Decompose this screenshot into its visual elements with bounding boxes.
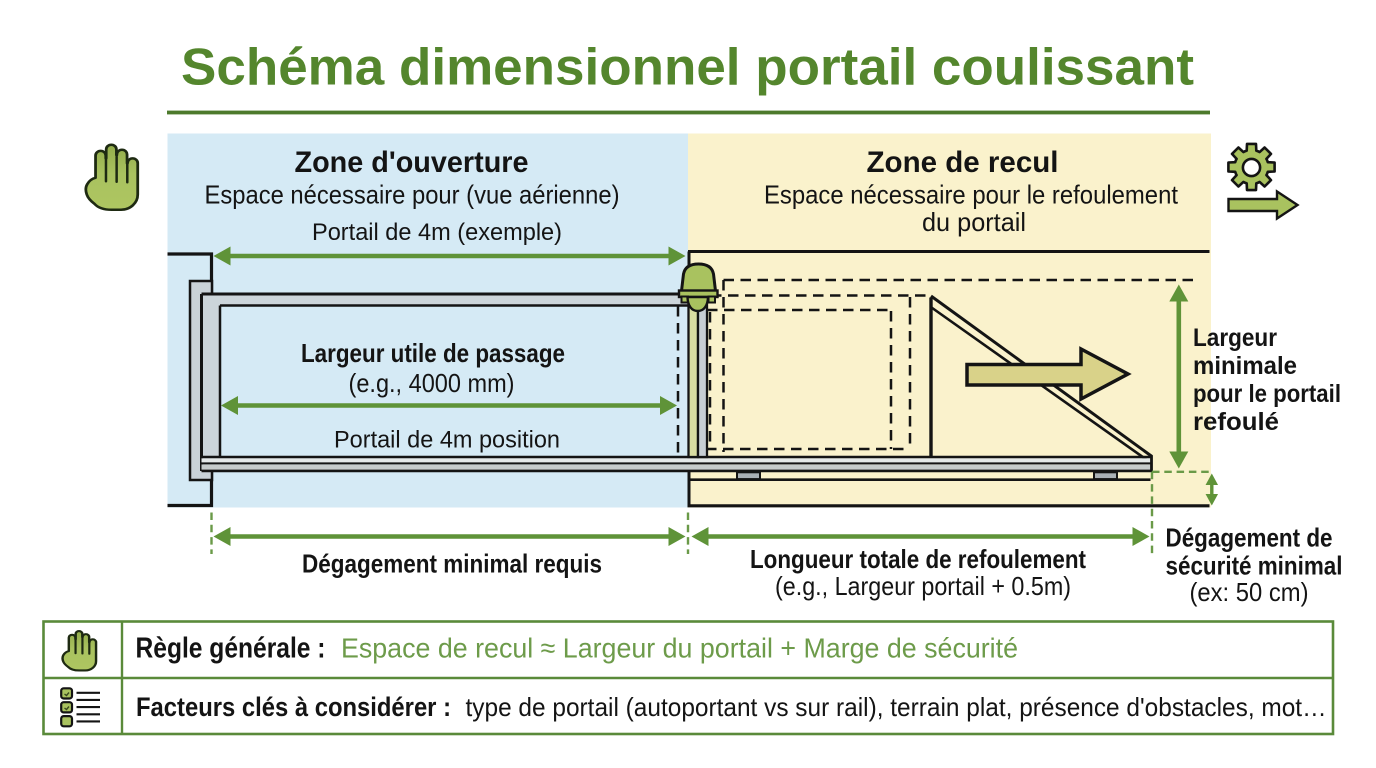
svg-text:Règle générale :: Règle générale : xyxy=(136,633,326,665)
svg-text:Largeur: Largeur xyxy=(1193,324,1277,352)
svg-text:Longueur totale de refoulement: Longueur totale de refoulement xyxy=(750,544,1086,574)
svg-text:du portail: du portail xyxy=(922,207,1026,237)
svg-text:pour le portail: pour le portail xyxy=(1193,380,1341,408)
svg-text:Zone d'ouverture: Zone d'ouverture xyxy=(295,146,529,179)
svg-text:Zone de recul: Zone de recul xyxy=(867,146,1059,179)
svg-text:Portail de 4m position: Portail de 4m position xyxy=(334,427,560,454)
svg-text:(e.g., Largeur portail + 0.5m): (e.g., Largeur portail + 0.5m) xyxy=(775,571,1071,601)
svg-text:refoulé: refoulé xyxy=(1193,408,1279,436)
svg-text:Espace nécessaire pour le refo: Espace nécessaire pour le refoulement xyxy=(764,180,1179,210)
svg-text:(ex: 50 cm): (ex: 50 cm) xyxy=(1190,577,1309,607)
svg-text:Largeur utile de passage: Largeur utile de passage xyxy=(301,338,565,368)
svg-text:minimale: minimale xyxy=(1193,352,1297,380)
svg-text:Dégagement de: Dégagement de xyxy=(1166,523,1333,553)
svg-text:sécurité minimal: sécurité minimal xyxy=(1166,551,1343,581)
svg-text:Dégagement minimal requis: Dégagement minimal requis xyxy=(302,549,602,579)
svg-text:Espace de recul ≈ Largeur du p: Espace de recul ≈ Largeur du portail + M… xyxy=(341,633,1018,664)
svg-text:(e.g., 4000 mm): (e.g., 4000 mm) xyxy=(349,368,515,398)
svg-text:type de portail (autoportant v: type de portail (autoportant vs sur rail… xyxy=(466,692,1327,722)
svg-text:Facteurs clés à considérer :: Facteurs clés à considérer : xyxy=(136,692,451,722)
svg-text:Schéma dimensionnel portail co: Schéma dimensionnel portail coulissant xyxy=(181,38,1194,96)
svg-text:Portail de 4m (exemple): Portail de 4m (exemple) xyxy=(312,219,562,246)
svg-text:Espace nécessaire pour (vue aé: Espace nécessaire pour (vue aérienne) xyxy=(205,180,620,210)
